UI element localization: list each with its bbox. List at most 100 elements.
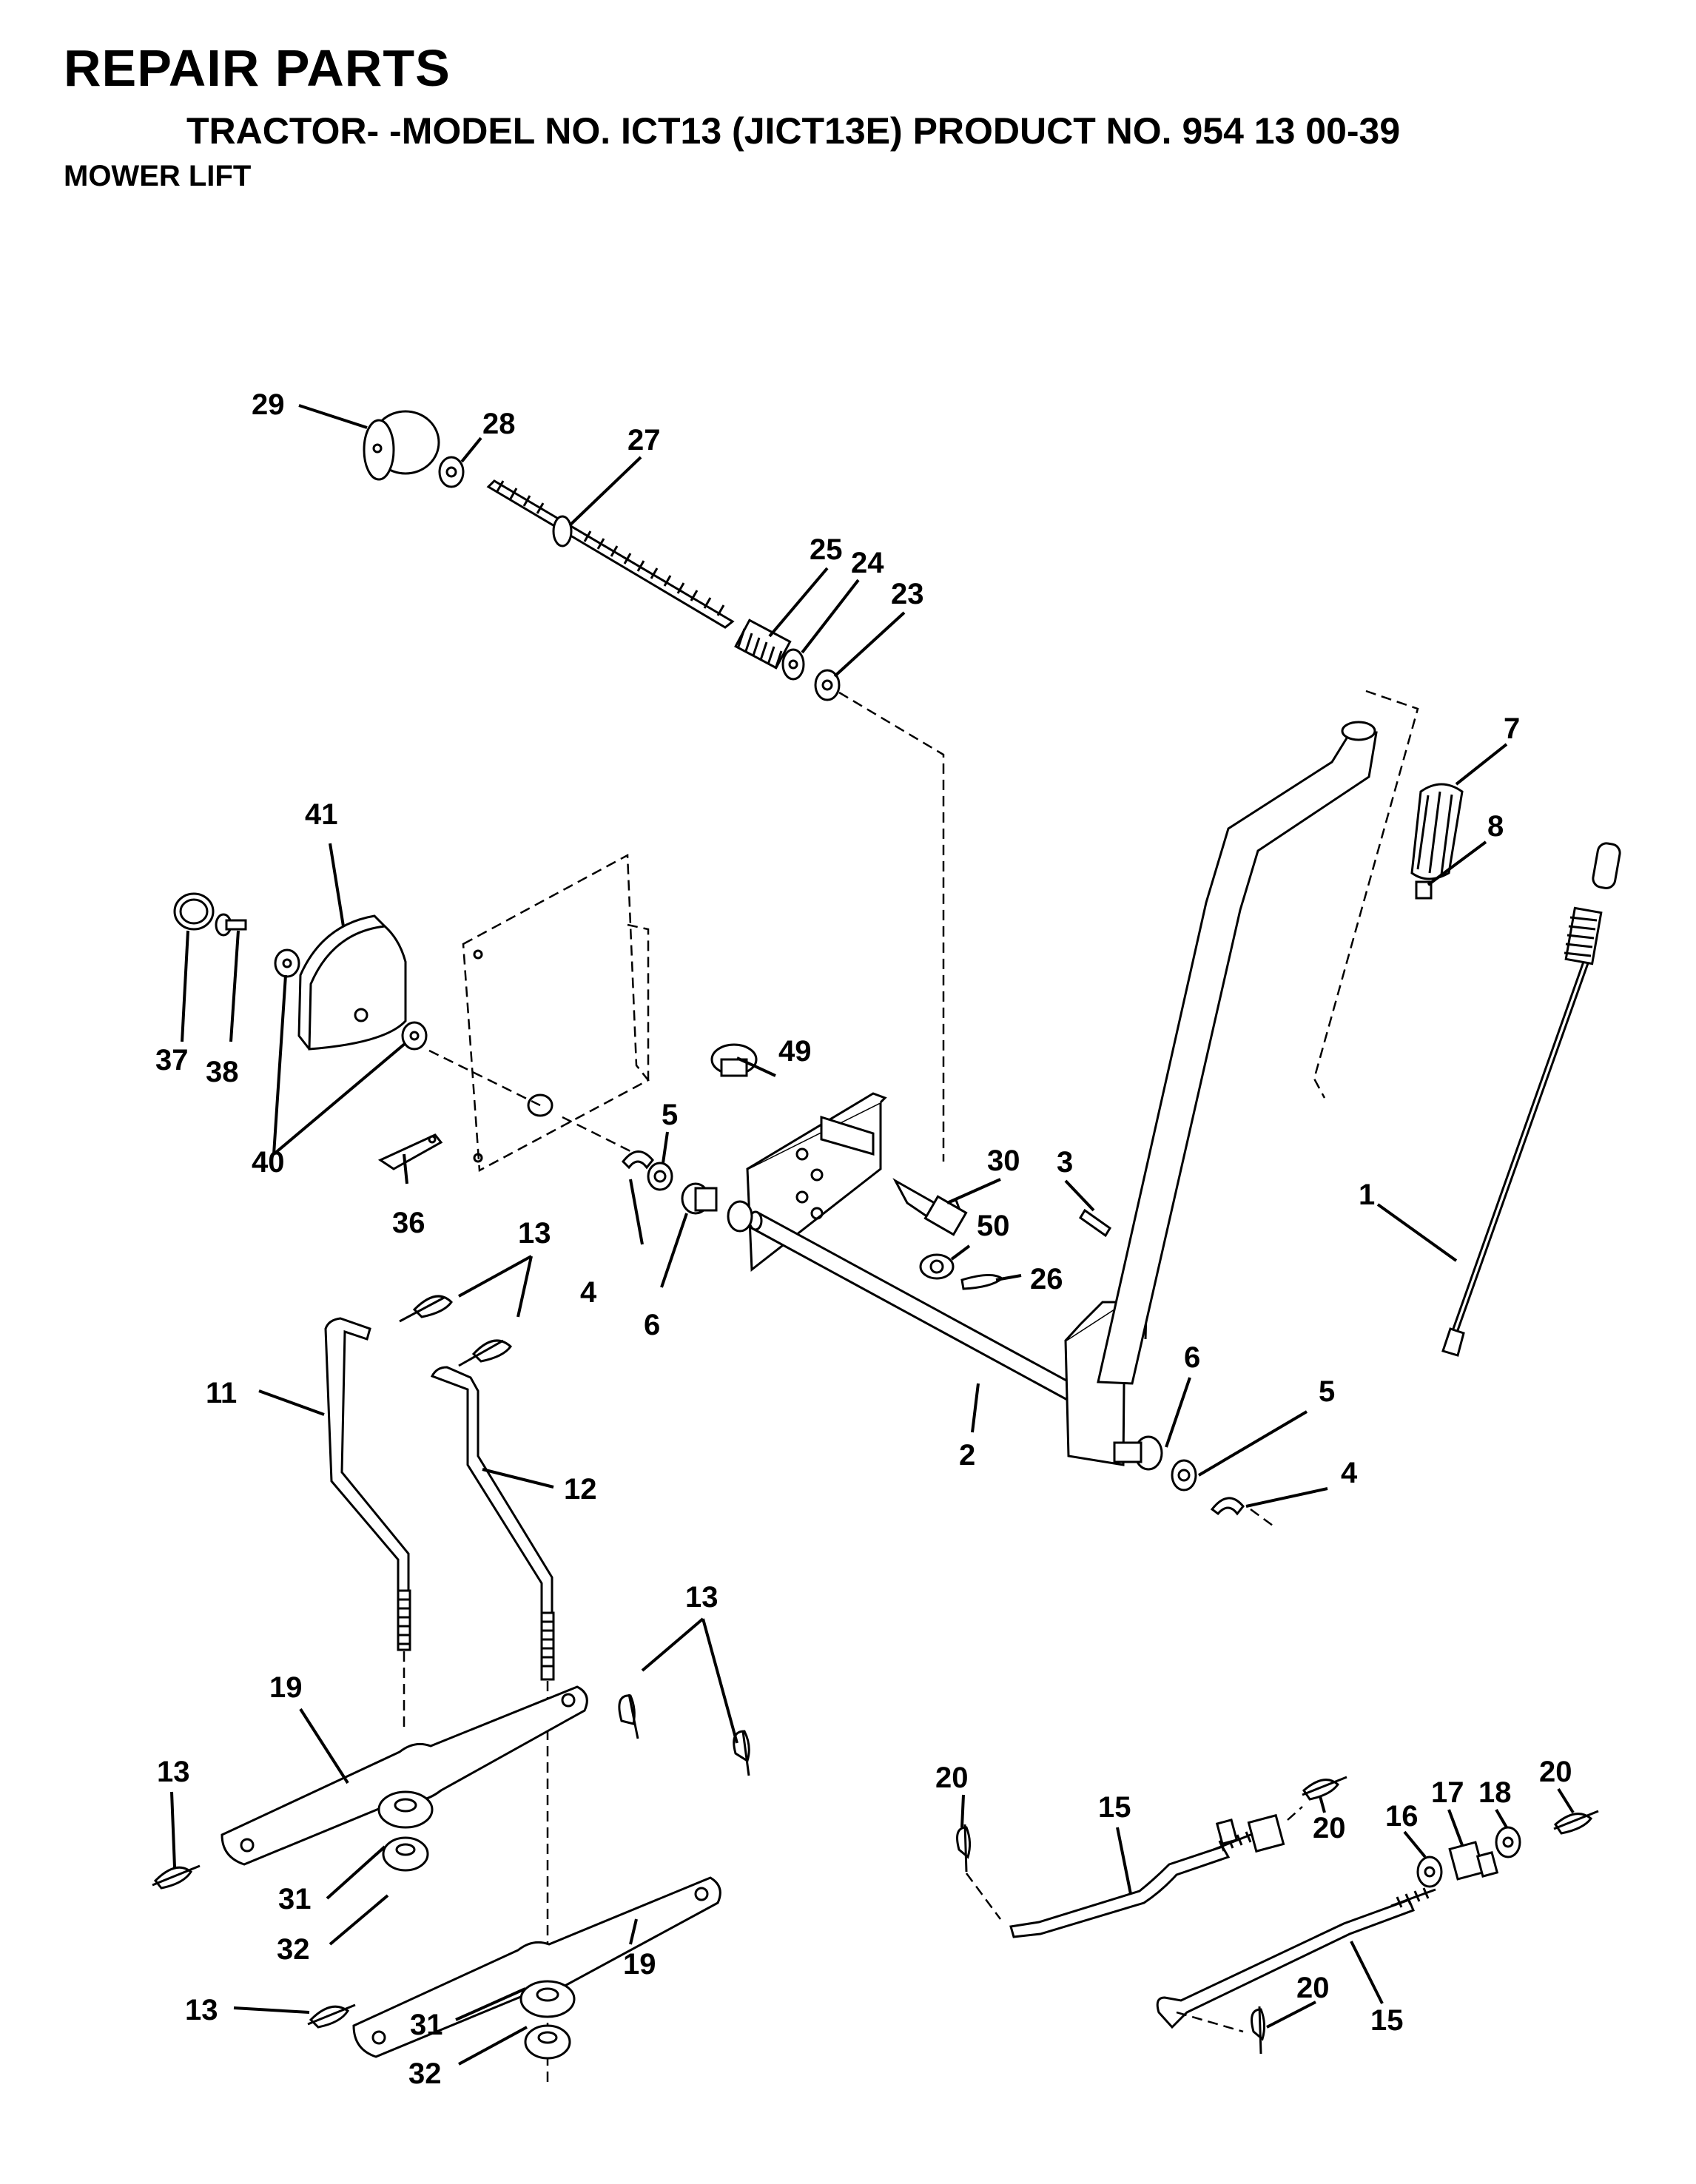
part-30-trunnion	[892, 1178, 968, 1236]
part-50-lock-washer	[919, 1253, 955, 1280]
callout-30: 30	[987, 1145, 1020, 1177]
assembly-line-trunnion	[1287, 1806, 1303, 1821]
part-5-washer-left	[647, 1162, 673, 1191]
part-1-spring-rod	[1441, 842, 1621, 1357]
callout-2: 2	[959, 1439, 975, 1472]
part-41-bracket	[297, 914, 407, 1051]
page-title: REPAIR PARTS	[64, 39, 451, 97]
part-37-bushing	[173, 892, 215, 931]
part-24-washer	[781, 648, 805, 681]
leader-lines	[170, 404, 1575, 2066]
callout-5-right: 5	[1319, 1375, 1335, 1408]
part-49-bolt	[710, 1043, 758, 1077]
part-23-nut	[814, 669, 841, 701]
part-28-nut	[438, 456, 465, 488]
part-32-nut-lower	[524, 2024, 571, 2060]
callout-4-left: 4	[580, 1276, 597, 1309]
callout-38: 38	[206, 1056, 239, 1088]
part-19-lift-arm-upper	[221, 1685, 588, 1866]
part-13-hair-pin-arm-2	[733, 1730, 750, 1776]
part-29-knob	[363, 410, 440, 481]
callout-19-lower: 19	[623, 1948, 656, 1981]
part-17-trunnion	[1448, 1841, 1499, 1881]
callout-6-left: 6	[644, 1309, 660, 1341]
callout-6-right: 6	[1184, 1341, 1200, 1374]
callout-labels: 29 28 27 25 24 23 7 8 41 37 38 40 36 49 …	[155, 388, 1572, 2090]
part-13-hair-pin-arm-3	[152, 1864, 201, 1890]
assembly-line-rod-lower	[1176, 2011, 1244, 2033]
part-15-rod-upper	[1009, 1830, 1259, 1938]
part-32-nut-upper	[382, 1836, 429, 1872]
callout-4-right: 4	[1341, 1457, 1358, 1489]
callout-36: 36	[392, 1207, 425, 1239]
callout-40: 40	[252, 1146, 285, 1179]
frame-plate-outline	[462, 853, 650, 1173]
part-4-retainer-right	[1210, 1497, 1245, 1516]
part-20-pin-left	[956, 1824, 972, 1873]
callout-15-lower: 15	[1370, 2004, 1404, 2037]
callout-32-lower: 32	[408, 2057, 442, 2090]
model-subtitle: TRACTOR- -MODEL NO. ICT13 (JICT13E) PROD…	[186, 110, 1401, 152]
part-26-cotter-pin	[960, 1274, 1004, 1290]
part-18-nut	[1495, 1826, 1521, 1858]
callout-20-right: 20	[1539, 1756, 1572, 1788]
callout-23: 23	[891, 578, 924, 610]
part-2-lift-shaft	[727, 1200, 1111, 1421]
callout-13-left: 13	[157, 1756, 190, 1788]
callout-49: 49	[778, 1035, 812, 1068]
callout-16: 16	[1385, 1800, 1419, 1833]
callout-41: 41	[305, 798, 338, 831]
callout-20-lower: 20	[1296, 1972, 1330, 2004]
callout-31-lower: 31	[410, 2009, 443, 2041]
assembly-line-screw	[838, 691, 945, 1162]
part-40-washer-lower	[401, 1021, 428, 1051]
assembly-line-bracket	[428, 1049, 541, 1107]
part-11-lift-link	[324, 1317, 411, 1651]
callout-13-arm: 13	[685, 1581, 719, 1614]
callout-26: 26	[1030, 1263, 1063, 1295]
part-20-pin-right	[1553, 1810, 1599, 1835]
part-20-pin-upper	[1302, 1776, 1347, 1801]
part-15-trunnion-upper	[1215, 1813, 1285, 1853]
callout-37: 37	[155, 1044, 189, 1076]
callout-12: 12	[564, 1473, 597, 1506]
part-13-hair-pin-upper-1	[399, 1295, 453, 1323]
part-19-lift-arm-lower	[352, 1876, 721, 2058]
part-1-lever-arm	[1097, 721, 1378, 1385]
callout-19-upper: 19	[269, 1671, 303, 1704]
callout-11: 11	[206, 1377, 237, 1409]
callout-50: 50	[977, 1210, 1010, 1242]
callout-20-upper: 20	[1313, 1812, 1346, 1844]
callout-20-left: 20	[935, 1762, 969, 1794]
callout-25: 25	[810, 533, 843, 566]
part-12-lift-link	[430, 1366, 555, 1681]
part-20-pin-lower	[1251, 2006, 1266, 2055]
part-5-washer-right	[1171, 1459, 1197, 1492]
callout-7: 7	[1504, 712, 1520, 745]
assembly-line-plate	[562, 1116, 637, 1156]
callout-17: 17	[1431, 1776, 1464, 1809]
part-13-hair-pin-arm-4	[307, 2003, 356, 2029]
part-38-bolt	[215, 913, 247, 937]
assembly-line-shaft	[1250, 1508, 1273, 1527]
part-16-nut	[1416, 1856, 1443, 1888]
part-6-bushing-right	[1113, 1435, 1163, 1471]
assembly-line-rod-upper	[965, 1873, 1002, 1920]
callout-13-bottom: 13	[185, 1994, 218, 2026]
callout-5-left: 5	[662, 1099, 678, 1131]
callout-18: 18	[1478, 1776, 1512, 1809]
callout-32-upper: 32	[277, 1933, 310, 1966]
part-27-adjustment-screw	[486, 479, 735, 629]
part-36-clip	[377, 1133, 443, 1170]
part-15-rod-lower	[1156, 1887, 1436, 2029]
part-13-hair-pin-upper-2	[458, 1339, 512, 1367]
part-31-nut-lower	[519, 1980, 576, 2018]
part-6-bushing-left	[681, 1182, 718, 1215]
callout-13-top: 13	[518, 1217, 551, 1250]
callout-24: 24	[851, 547, 884, 579]
part-8-nut	[1415, 880, 1433, 900]
callout-1: 1	[1359, 1179, 1375, 1211]
callout-3: 3	[1057, 1146, 1073, 1179]
part-31-nut-upper	[377, 1790, 434, 1829]
